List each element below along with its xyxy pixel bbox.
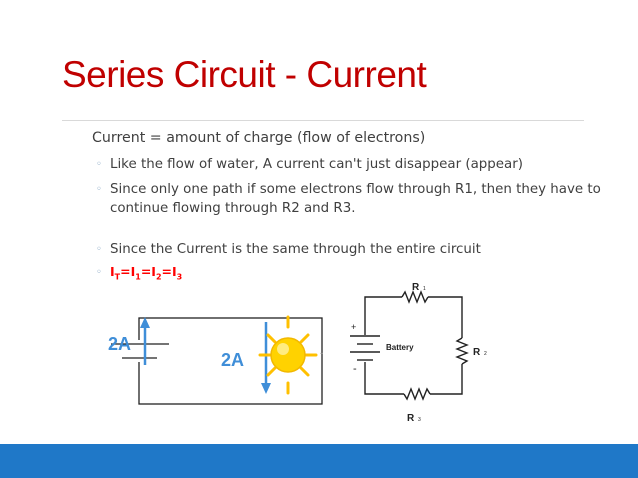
footer-bar	[0, 444, 638, 478]
bullet-icon: ◦	[96, 159, 102, 170]
r1-subscript: 1	[423, 286, 426, 292]
battery-plus-label: +	[351, 322, 356, 332]
arrow-head-down-icon	[261, 383, 271, 394]
title-divider	[62, 120, 584, 121]
simple-circuit-diagram: 2A 2A -	[108, 315, 323, 405]
battery-label: Battery	[386, 343, 414, 352]
r3-label: R	[407, 413, 415, 424]
arrow-head-up-icon	[140, 317, 150, 328]
battery-gap	[130, 340, 150, 362]
bullet-icon: ◦	[96, 184, 102, 195]
current-formula: IT=I1=I2=I3	[110, 264, 183, 282]
bulb-current-label: 2A	[221, 350, 244, 370]
bullet-text-3: Since the Current is the same through th…	[110, 242, 481, 257]
bullet-item-2: ◦ Since only one path if some electrons f…	[96, 182, 601, 197]
side-mark: -	[320, 348, 323, 358]
r1-label: R	[412, 282, 420, 293]
bullet-item-4: ◦ IT=I1=I2=I3	[96, 264, 182, 282]
wire-top-right	[428, 296, 463, 338]
light-bulb-icon	[258, 315, 318, 395]
r2-subscript: 2	[484, 351, 487, 357]
bullet-item-3: ◦ Since the Current is the same through t…	[96, 242, 481, 257]
resistor-r2	[455, 337, 469, 365]
slide-title: Series Circuit - Current	[62, 54, 427, 95]
wire-top-left	[364, 296, 402, 335]
resistor-r3	[403, 387, 431, 401]
main-point: Current = amount of charge (flow of elec…	[92, 130, 426, 146]
battery-current-label: 2A	[108, 334, 131, 354]
bullet-icon: ◦	[96, 267, 102, 278]
bullet-icon: ◦	[96, 244, 102, 255]
bullet-text-2-cont: continue flowing through R2 and R3.	[110, 201, 356, 216]
bullet-text-2: Since only one path if some electrons fl…	[110, 182, 601, 197]
battery-minus-label: -	[353, 363, 357, 375]
r2-label: R	[473, 347, 481, 358]
resistor-r1	[401, 290, 429, 304]
bullet-item-1: ◦ Like the flow of water, A current can't…	[96, 157, 523, 172]
series-circuit-diagram: + - Battery R 1 R 2 R 3	[350, 282, 487, 424]
wire-bottom-left	[364, 362, 404, 395]
r3-subscript: 3	[418, 417, 421, 423]
bullet-text-1: Like the flow of water, A current can't …	[110, 157, 523, 172]
wire-bottom-right	[430, 364, 463, 395]
